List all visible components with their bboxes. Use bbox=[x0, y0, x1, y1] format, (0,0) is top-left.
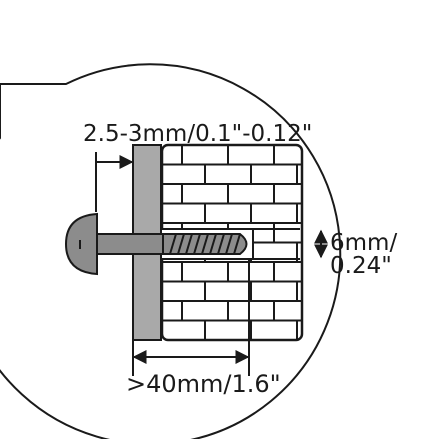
plate-thickness-dimension bbox=[95, 152, 134, 212]
plate-thickness-label: 2.5-3mm/0.1"-0.12" bbox=[83, 121, 312, 147]
thread-line bbox=[233, 233, 241, 255]
screw-depth-dimension bbox=[132, 258, 250, 376]
thread-line bbox=[169, 233, 177, 255]
thread-line bbox=[209, 233, 217, 255]
screw-head bbox=[64, 212, 98, 276]
hole-diameter-label-line1: 6mm/ bbox=[330, 230, 397, 256]
thread-line bbox=[217, 233, 225, 255]
thread-line bbox=[193, 233, 201, 255]
screw-depth-label: >40mm/1.6" bbox=[126, 370, 281, 398]
screw bbox=[64, 212, 248, 276]
thread-line bbox=[201, 233, 209, 255]
thread-line bbox=[177, 233, 185, 255]
screw-shank bbox=[96, 233, 164, 255]
hole-diameter-label-line2: 0.24" bbox=[330, 253, 392, 279]
thread-line bbox=[225, 233, 233, 255]
thread-line bbox=[185, 233, 193, 255]
